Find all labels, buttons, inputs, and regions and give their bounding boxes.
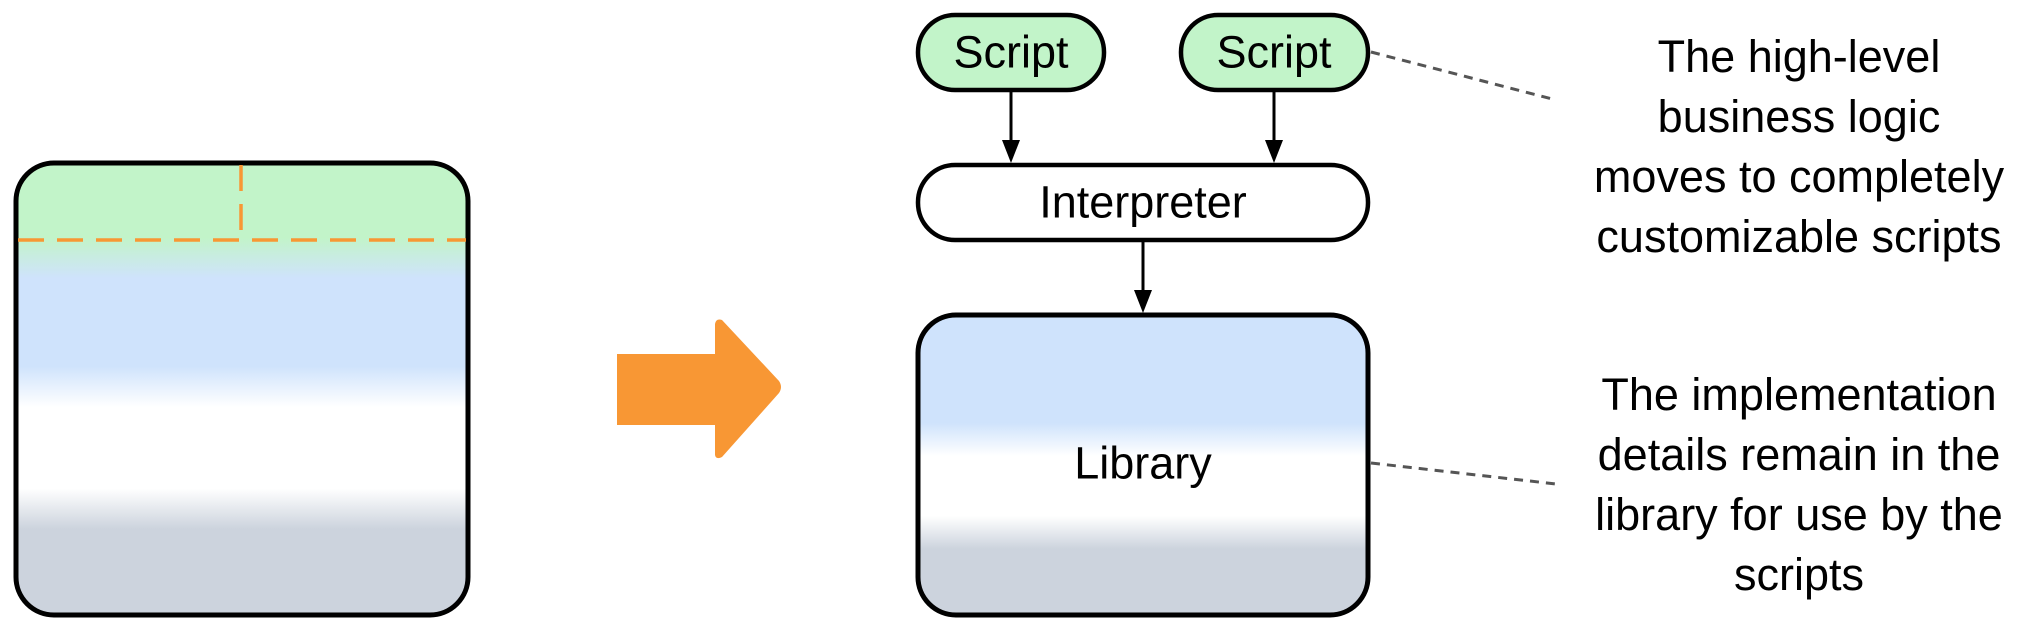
monolithic-block	[13, 160, 471, 618]
interpreter-box	[915, 162, 1371, 243]
arrow-script-right-to-interpreter	[1265, 92, 1283, 163]
script-node-right: Script	[1178, 12, 1371, 93]
note-business-logic-line-4: customizable scripts	[1596, 211, 2001, 262]
interpreter-node: Interpreter	[915, 162, 1371, 243]
note-implementation-line-1: The implementation	[1601, 369, 1996, 420]
note-implementation-line-4: scripts	[1734, 549, 1864, 600]
library-label: Library	[1074, 438, 1212, 489]
note-implementation-line-3: library for use by the	[1595, 489, 2003, 540]
script-label-right: Script	[1216, 27, 1332, 78]
note-business-logic-line-2: business logic	[1658, 91, 1941, 142]
note-implementation-line-2: details remain in the	[1598, 429, 2001, 480]
transform-arrow-icon	[617, 319, 781, 459]
note-business-logic-line-1: The high-level	[1658, 31, 1941, 82]
leader-line-scripts	[1370, 50, 1557, 102]
monolithic-program	[13, 160, 471, 618]
script-box-left	[915, 12, 1107, 93]
arrow-interpreter-to-library	[1134, 242, 1152, 313]
arrow-script-left-to-interpreter	[1002, 92, 1020, 163]
library-node: Library	[915, 312, 1371, 618]
script-node-left: Script	[915, 12, 1107, 93]
leader-line-library	[1370, 461, 1557, 486]
library-box	[915, 312, 1371, 618]
note-business-logic-line-3: moves to completely	[1594, 151, 2005, 202]
script-label-left: Script	[953, 27, 1069, 78]
script-box-right	[1178, 12, 1371, 93]
interpreter-label: Interpreter	[1039, 177, 1247, 228]
note-implementation: The implementation details remain in the…	[1595, 369, 2003, 600]
note-business-logic: The high-level business logic moves to c…	[1594, 31, 2005, 262]
